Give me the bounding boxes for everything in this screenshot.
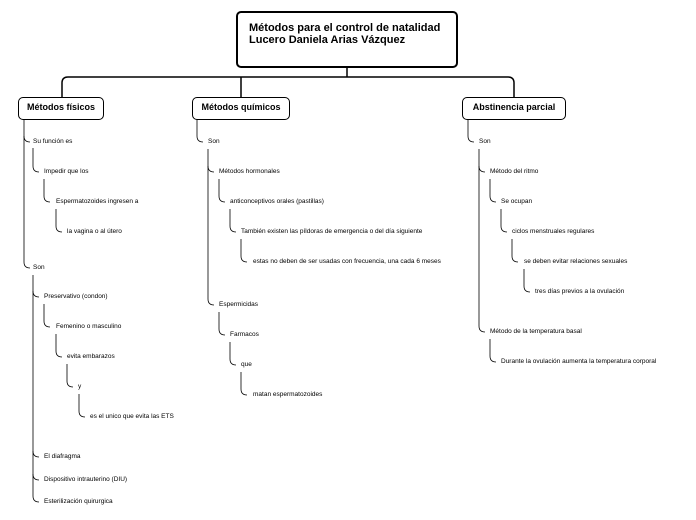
node-esterilizacion[interactable]: Esterilización quirurgica [44, 498, 113, 505]
node-son-fisicos[interactable]: Son [33, 264, 45, 271]
node-evita-embarazos[interactable]: evita embarazos [67, 353, 115, 360]
node-que[interactable]: que [241, 361, 252, 368]
node-su-funcion[interactable]: Su función es [33, 138, 73, 145]
node-frecuencia[interactable]: estas no deben de ser usadas con frecuen… [253, 258, 441, 265]
node-hormonales[interactable]: Métodos hormonales [219, 168, 280, 175]
root-topic[interactable]: Métodos para el control de natalidad Luc… [236, 11, 458, 68]
node-farmacos[interactable]: Farmacos [230, 331, 259, 338]
node-preservativo[interactable]: Preservativo (condon) [44, 293, 108, 300]
node-ets[interactable]: es el unico que evita las ETS [90, 413, 174, 420]
node-femenino[interactable]: Femenino o masculino [56, 323, 122, 330]
node-se-ocupan[interactable]: Se ocupan [501, 198, 533, 205]
topic-abstinencia-parcial[interactable]: Abstinencia parcial [462, 97, 566, 120]
node-matan[interactable]: matan espermatozoides [253, 391, 323, 398]
node-espermatozoides[interactable]: Espermatozoides ingresen a [56, 198, 139, 205]
node-impedir[interactable]: Impedir que los [44, 168, 89, 175]
topic-metodos-quimicos[interactable]: Métodos químicos [192, 97, 290, 120]
node-ritmo[interactable]: Método del ritmo [490, 168, 539, 175]
topic-metodos-fisicos[interactable]: Métodos físicos [18, 97, 104, 120]
node-diafragma[interactable]: El diafragma [44, 453, 81, 460]
node-son-quimicos[interactable]: Son [208, 138, 220, 145]
node-son-abstinencia[interactable]: Son [479, 138, 491, 145]
node-tres-dias[interactable]: tres días previos a la ovulación [535, 288, 625, 295]
node-y[interactable]: y [78, 383, 82, 390]
node-ciclos[interactable]: ciclos menstruales regulares [512, 228, 595, 235]
node-temperatura-basal[interactable]: Método de la temperatura basal [490, 328, 582, 335]
node-vagina[interactable]: la vagina o al útero [67, 228, 122, 235]
node-espermicidas[interactable]: Espermicidas [219, 301, 259, 308]
node-diu[interactable]: Dispositivo intrauterino (DIU) [44, 476, 128, 483]
node-durante-ovulacion[interactable]: Durante la ovulación aumenta la temperat… [501, 358, 657, 365]
node-pildoras[interactable]: También existen las píldoras de emergenc… [241, 228, 423, 235]
node-anticonceptivos[interactable]: anticonceptivos orales (pastillas) [230, 198, 324, 205]
node-evitar-relaciones[interactable]: se deben evitar relaciones sexuales [524, 258, 628, 265]
